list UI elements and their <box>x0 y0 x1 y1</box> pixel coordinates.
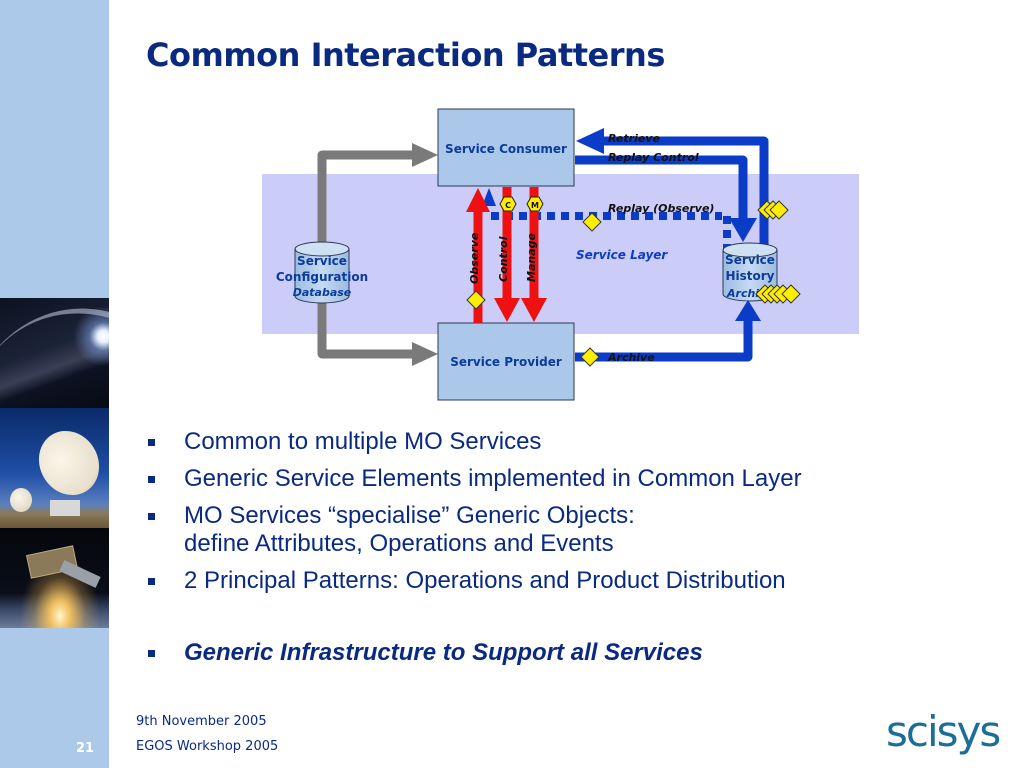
control-label: Control <box>497 236 510 282</box>
manage-label: Manage <box>525 233 538 282</box>
interaction-diagram: Service Consumer Service Provider Observ… <box>262 108 859 401</box>
control-hex-marker: C <box>499 196 517 212</box>
page-number: 21 <box>76 741 95 756</box>
bullet-square-icon <box>148 513 155 520</box>
service-consumer-box <box>437 108 575 187</box>
config-db-line2: Configuration <box>276 270 368 284</box>
observe-label: Observe <box>468 232 481 284</box>
bullet-item-emphasis: Generic Infrastructure to Support all Se… <box>146 639 802 667</box>
observe-diamond-marker <box>466 290 486 310</box>
bullet-square-icon <box>148 439 155 446</box>
archive-diamond-stack <box>755 284 801 304</box>
archive-diamond-marker <box>580 347 600 367</box>
replay-observe-dotted-arrow <box>482 188 731 250</box>
ground-station-dish-photo <box>0 408 109 528</box>
bullet-square-icon <box>148 578 155 585</box>
archive-arrow <box>575 300 761 362</box>
service-consumer-label: Service Consumer <box>445 142 567 156</box>
retrieve-label: Retrieve <box>608 132 660 145</box>
service-provider-label: Service Provider <box>450 355 562 369</box>
history-db-line2: History <box>725 269 774 283</box>
history-db-line1: Service <box>725 253 775 267</box>
service-provider-box <box>437 322 575 401</box>
config-db-line3: Database <box>293 286 352 299</box>
bullet-list: Common to multiple MO Services Generic S… <box>146 428 802 676</box>
replay-observe-label: Replay (Observe) <box>608 202 714 215</box>
bullet-square-icon <box>148 650 155 657</box>
slide-title: Common Interaction Patterns <box>146 36 665 74</box>
replay-control-label: Replay Control <box>608 151 699 164</box>
replay-control-arrow <box>575 155 757 242</box>
satellite-photo <box>0 528 109 628</box>
config-to-provider-arrow <box>317 300 438 366</box>
earth-horizon-photo <box>0 298 109 408</box>
retrieve-diamond-stack <box>757 200 789 220</box>
footer-date: 9th November 2005 <box>136 714 267 729</box>
config-db-line1: Service <box>297 254 347 268</box>
manage-hex-marker: M <box>526 196 544 212</box>
footer-event: EGOS Workshop 2005 <box>136 739 279 754</box>
bullet-item: MO Services “specialise” Generic Objects… <box>146 502 802 558</box>
scisys-logo: scisys <box>886 707 1001 756</box>
config-to-consumer-arrow <box>317 143 438 245</box>
svg-text:C: C <box>505 201 511 210</box>
bullet-item: Generic Service Elements implemented in … <box>146 465 802 493</box>
service-layer-label: Service Layer <box>576 248 668 262</box>
bullet-item: 2 Principal Patterns: Operations and Pro… <box>146 567 802 595</box>
bullet-item: Common to multiple MO Services <box>146 428 802 456</box>
replay-diamond-marker <box>582 212 602 232</box>
service-configuration-database <box>294 241 350 304</box>
svg-text:M: M <box>531 201 539 210</box>
archive-label: Archive <box>607 351 655 364</box>
bullet-square-icon <box>148 476 155 483</box>
